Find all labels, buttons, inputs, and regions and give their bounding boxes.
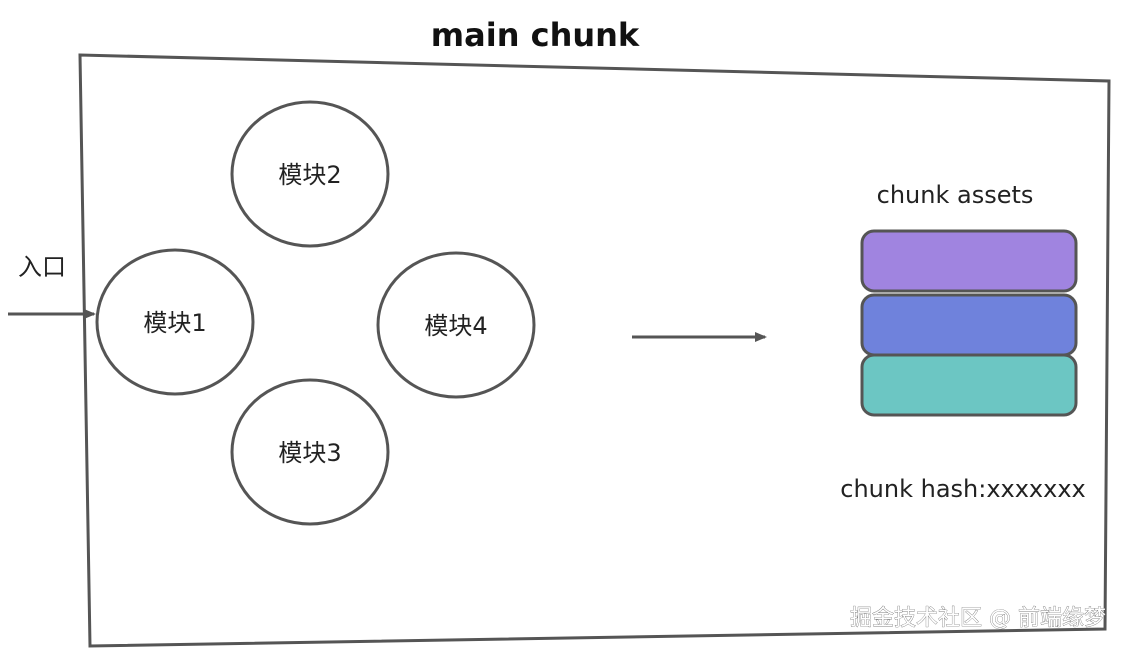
asset-layer-2 bbox=[860, 293, 1078, 357]
module-node-4: 模块4 bbox=[376, 251, 536, 399]
entry-label: 入口 bbox=[18, 253, 66, 281]
module-label: 模块1 bbox=[143, 309, 206, 337]
module-label: 模块3 bbox=[278, 439, 341, 467]
chunk-hash-label: chunk hash:xxxxxxx bbox=[840, 475, 1086, 503]
chunk-container bbox=[78, 53, 1111, 648]
diagram-title: main chunk bbox=[431, 16, 640, 54]
module-label: 模块4 bbox=[424, 312, 487, 340]
module-node-1: 模块1 bbox=[95, 248, 255, 396]
assets-title: chunk assets bbox=[877, 181, 1034, 209]
asset-layer-3 bbox=[860, 353, 1078, 417]
assets-stack bbox=[860, 229, 1078, 417]
module-label: 模块2 bbox=[278, 161, 341, 189]
module-node-2: 模块2 bbox=[230, 100, 390, 248]
watermark: 掘金技术社区 @ 前端缘梦 bbox=[850, 606, 1106, 631]
asset-layer-1 bbox=[860, 229, 1078, 293]
module-node-3: 模块3 bbox=[230, 378, 390, 526]
